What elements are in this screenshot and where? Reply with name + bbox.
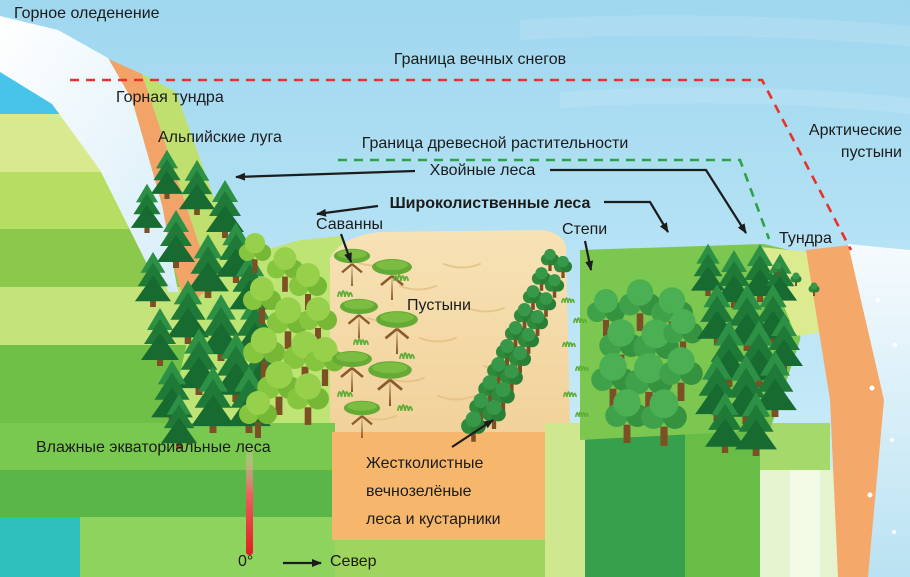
arctic-ice (848, 244, 910, 577)
label-tree-line: Граница древесной растительности (361, 135, 629, 152)
broadleaf-left-arrow (316, 204, 379, 217)
sclerophyll-zone-ground (332, 432, 545, 540)
label-humid-equatorial-forests: Влажные экваториальные леса (36, 439, 271, 456)
snowflake-dots (867, 297, 897, 534)
label-coniferous-forests: Хвойные леса (429, 162, 536, 179)
label-sclerophyll-forests: Жестколистные вечнозелёные леса и кустар… (366, 455, 501, 528)
broadleaf-right-arrow (604, 200, 669, 233)
glacier (0, 16, 178, 292)
steppe-arrow (583, 240, 594, 271)
label-mountain-tundra: Горная тундра (116, 89, 224, 106)
label-north: Север (330, 553, 377, 570)
label-snow-line: Граница вечных снегов (393, 51, 567, 68)
arctic-transition-band (806, 245, 884, 577)
label-savannas: Саванны (316, 216, 384, 233)
label-steppes: Степи (562, 221, 608, 238)
savanna-arrow (339, 233, 353, 263)
label-deserts: Пустыни (407, 297, 471, 314)
snow-line-dashed (70, 78, 853, 251)
equator-line (246, 443, 253, 555)
label-equator-latitude: 0° (238, 553, 254, 570)
label-broadleaf-forests: Широколиственные леса (389, 195, 591, 212)
label-tundra: Тундра (779, 230, 832, 247)
sky-streaks (520, 15, 910, 114)
coniferous-right-arrow (550, 168, 747, 234)
label-alpine-meadows: Альпийские луга (158, 129, 282, 146)
label-arctic-deserts: Арктические пустыни (808, 122, 902, 162)
label-mountain-glaciation: Горное оледенение (14, 5, 160, 22)
pointer-arrows (235, 168, 747, 567)
sclerophyll-arrow (451, 419, 494, 448)
coniferous-left-arrow (235, 169, 416, 181)
tree-line-dashed (338, 158, 771, 240)
